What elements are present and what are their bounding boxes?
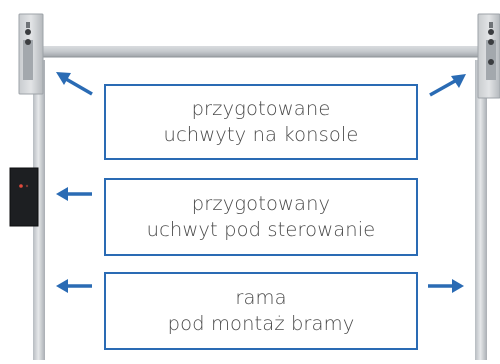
left-console-bracket <box>18 13 44 95</box>
arrow-to-controller <box>56 187 92 201</box>
arrow-to-left-frame <box>56 279 92 293</box>
label-frame-line1: rama <box>235 286 287 309</box>
right-console-bracket <box>477 13 500 99</box>
controller-box <box>9 167 39 227</box>
label-controller-line2: uchwyt pod sterowanie <box>146 218 376 241</box>
label-controller-line1: przygotowany <box>191 192 331 215</box>
arrow-to-left-console <box>56 72 93 96</box>
label-frame: rama pod montaż bramy <box>104 272 418 350</box>
arrow-to-right-frame <box>428 279 464 293</box>
label-frame-line2: pod montaż bramy <box>167 312 355 335</box>
label-consoles-line2: uchwyty na konsole <box>163 123 359 146</box>
right-post <box>475 60 487 360</box>
label-consoles-line1: przygotowane <box>191 97 331 120</box>
label-controller: przygotowany uchwyt pod sterowanie <box>104 178 418 256</box>
arrow-to-right-console <box>429 74 466 97</box>
left-post <box>33 60 45 360</box>
controller-led <box>19 184 23 188</box>
top-beam <box>38 46 482 57</box>
label-consoles: przygotowane uchwyty na konsole <box>104 84 418 160</box>
